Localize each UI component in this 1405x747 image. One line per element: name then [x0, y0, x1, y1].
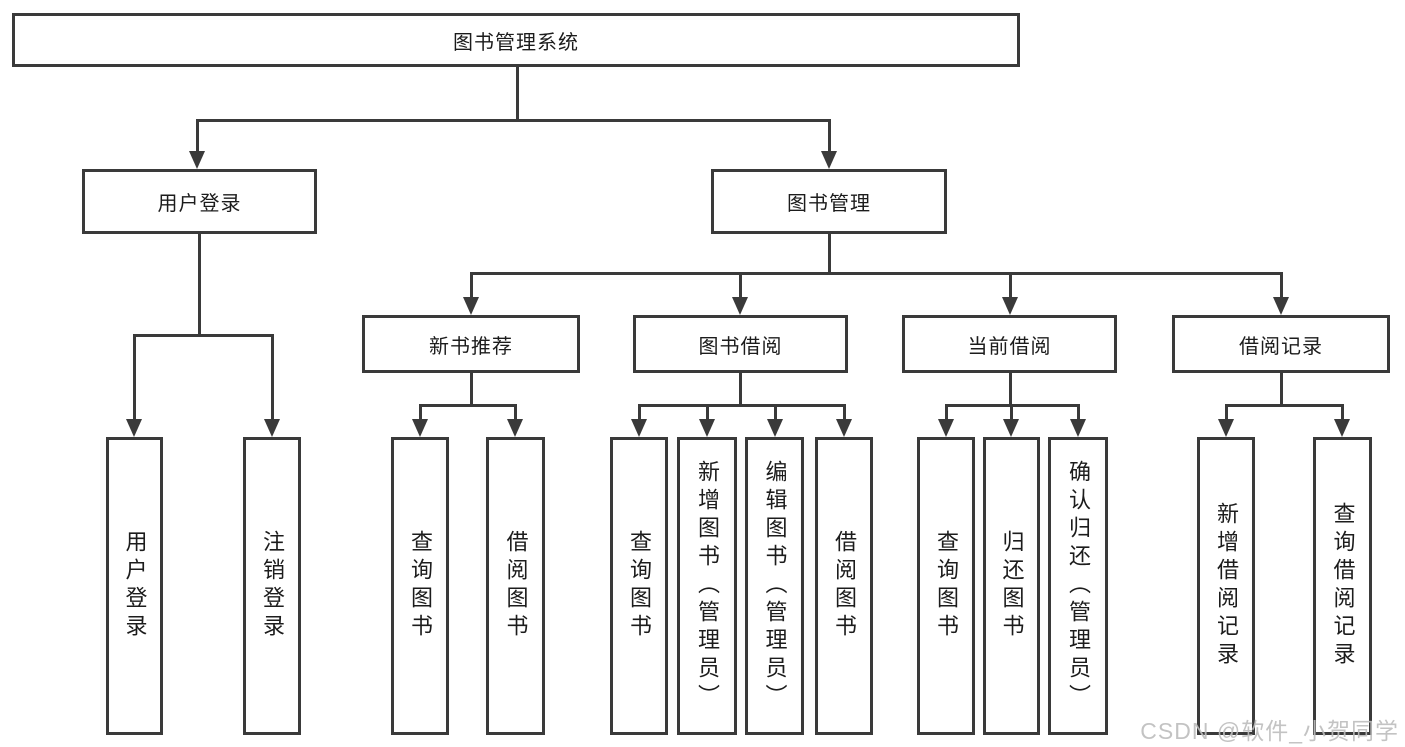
connector-userlogin-drop2 [271, 334, 274, 419]
leaf-logout: 注销登录 [243, 437, 301, 735]
arrowhead-down-icon [1002, 297, 1018, 315]
arrowhead-down-icon [507, 419, 523, 437]
leaf-borrow-query-books: 查询图书 [610, 437, 668, 735]
connector-records-hbar [1225, 404, 1344, 407]
connector-userlogin-hbar [133, 334, 274, 337]
arrowhead-down-icon [126, 419, 142, 437]
connector-userlogin-stem [198, 233, 201, 336]
arrowhead-down-icon [732, 297, 748, 315]
leaf-newbook-borrow-books: 借阅图书 [486, 437, 545, 735]
connector-bookmgmt-hbar [470, 272, 1283, 275]
node-new-book-recommend: 新书推荐 [362, 315, 580, 373]
leaf-label: 查询图书 [408, 530, 433, 642]
leaf-label: 查询图书 [934, 530, 959, 642]
leaf-label: 借阅图书 [832, 530, 857, 642]
arrowhead-down-icon [836, 419, 852, 437]
arrowhead-down-icon [189, 151, 205, 169]
connector-bookborrow-drop1 [638, 404, 641, 420]
connector-bookborrow-hbar [638, 404, 846, 407]
leaf-label: 新增借阅记录 [1214, 502, 1239, 670]
leaf-current-confirm-return-admin: 确认归还（管理员） [1048, 437, 1108, 735]
node-borrow-records: 借阅记录 [1172, 315, 1390, 373]
leaf-borrow-edit-book-admin: 编辑图书（管理员） [745, 437, 804, 735]
connector-bookborrow-drop3 [774, 404, 777, 420]
connector-currentborrow-drop1 [945, 404, 948, 420]
leaf-borrow-add-book-admin: 新增图书（管理员） [677, 437, 737, 735]
arrowhead-down-icon [1003, 419, 1019, 437]
leaf-label: 借阅图书 [503, 530, 529, 642]
connector-root-hbar [196, 119, 831, 122]
node-current-borrow: 当前借阅 [902, 315, 1117, 373]
leaf-label: 编辑图书（管理员） [762, 460, 788, 712]
arrowhead-down-icon [821, 151, 837, 169]
arrowhead-down-icon [767, 419, 783, 437]
leaf-borrow-borrow-books: 借阅图书 [815, 437, 873, 735]
arrowhead-down-icon [463, 297, 479, 315]
arrowhead-down-icon [1334, 419, 1350, 437]
connector-records-stem [1280, 372, 1283, 406]
node-root: 图书管理系统 [12, 13, 1020, 67]
leaf-label: 查询图书 [627, 530, 652, 642]
connector-root-stem [516, 67, 519, 120]
node-book-borrow: 图书借阅 [633, 315, 848, 373]
connector-newbook-drop1 [419, 404, 422, 420]
leaf-label: 查询借阅记录 [1330, 502, 1356, 670]
leaf-label: 用户登录 [122, 530, 148, 642]
connector-userlogin-drop1 [133, 334, 136, 419]
arrowhead-down-icon [264, 419, 280, 437]
arrowhead-down-icon [938, 419, 954, 437]
arrowhead-down-icon [1273, 297, 1289, 315]
connector-currentborrow-stem [1009, 372, 1012, 406]
arrowhead-down-icon [1070, 419, 1086, 437]
arrowhead-down-icon [699, 419, 715, 437]
connector-newbook-drop2 [514, 404, 517, 420]
connector-root-left-drop [196, 119, 199, 152]
arrowhead-down-icon [1218, 419, 1234, 437]
connector-bookborrow-drop4 [843, 404, 846, 420]
leaf-label: 归还图书 [999, 530, 1025, 642]
connector-records-drop2 [1341, 404, 1344, 420]
node-user-login: 用户登录 [82, 169, 317, 234]
arrowhead-down-icon [631, 419, 647, 437]
leaf-label: 确认归还（管理员） [1066, 460, 1091, 712]
node-book-management: 图书管理 [711, 169, 947, 234]
leaf-records-query-record: 查询借阅记录 [1313, 437, 1372, 735]
leaf-label: 新增图书（管理员） [695, 460, 720, 712]
connector-bookmgmt-stem [828, 233, 831, 274]
connector-bookmgmt-drop4 [1280, 272, 1283, 298]
connector-bookborrow-stem [739, 372, 742, 406]
connector-newbook-hbar [419, 404, 517, 407]
leaf-records-add-record: 新增借阅记录 [1197, 437, 1255, 735]
connector-root-right-drop [828, 119, 831, 152]
connector-bookmgmt-drop1 [470, 272, 473, 298]
connector-bookmgmt-drop3 [1009, 272, 1012, 298]
arrowhead-down-icon [412, 419, 428, 437]
leaf-label: 注销登录 [260, 530, 285, 642]
connector-bookmgmt-drop2 [739, 272, 742, 298]
csdn-watermark: CSDN @软件_小贺同学 [1140, 718, 1399, 744]
connector-records-drop1 [1225, 404, 1228, 420]
leaf-current-return-books: 归还图书 [983, 437, 1040, 735]
connector-newbook-stem [470, 372, 473, 406]
connector-currentborrow-drop2 [1010, 404, 1013, 420]
connector-currentborrow-drop3 [1077, 404, 1080, 420]
leaf-user-login: 用户登录 [106, 437, 163, 735]
leaf-current-query-books: 查询图书 [917, 437, 975, 735]
leaf-newbook-query-books: 查询图书 [391, 437, 449, 735]
connector-bookborrow-drop2 [706, 404, 709, 420]
